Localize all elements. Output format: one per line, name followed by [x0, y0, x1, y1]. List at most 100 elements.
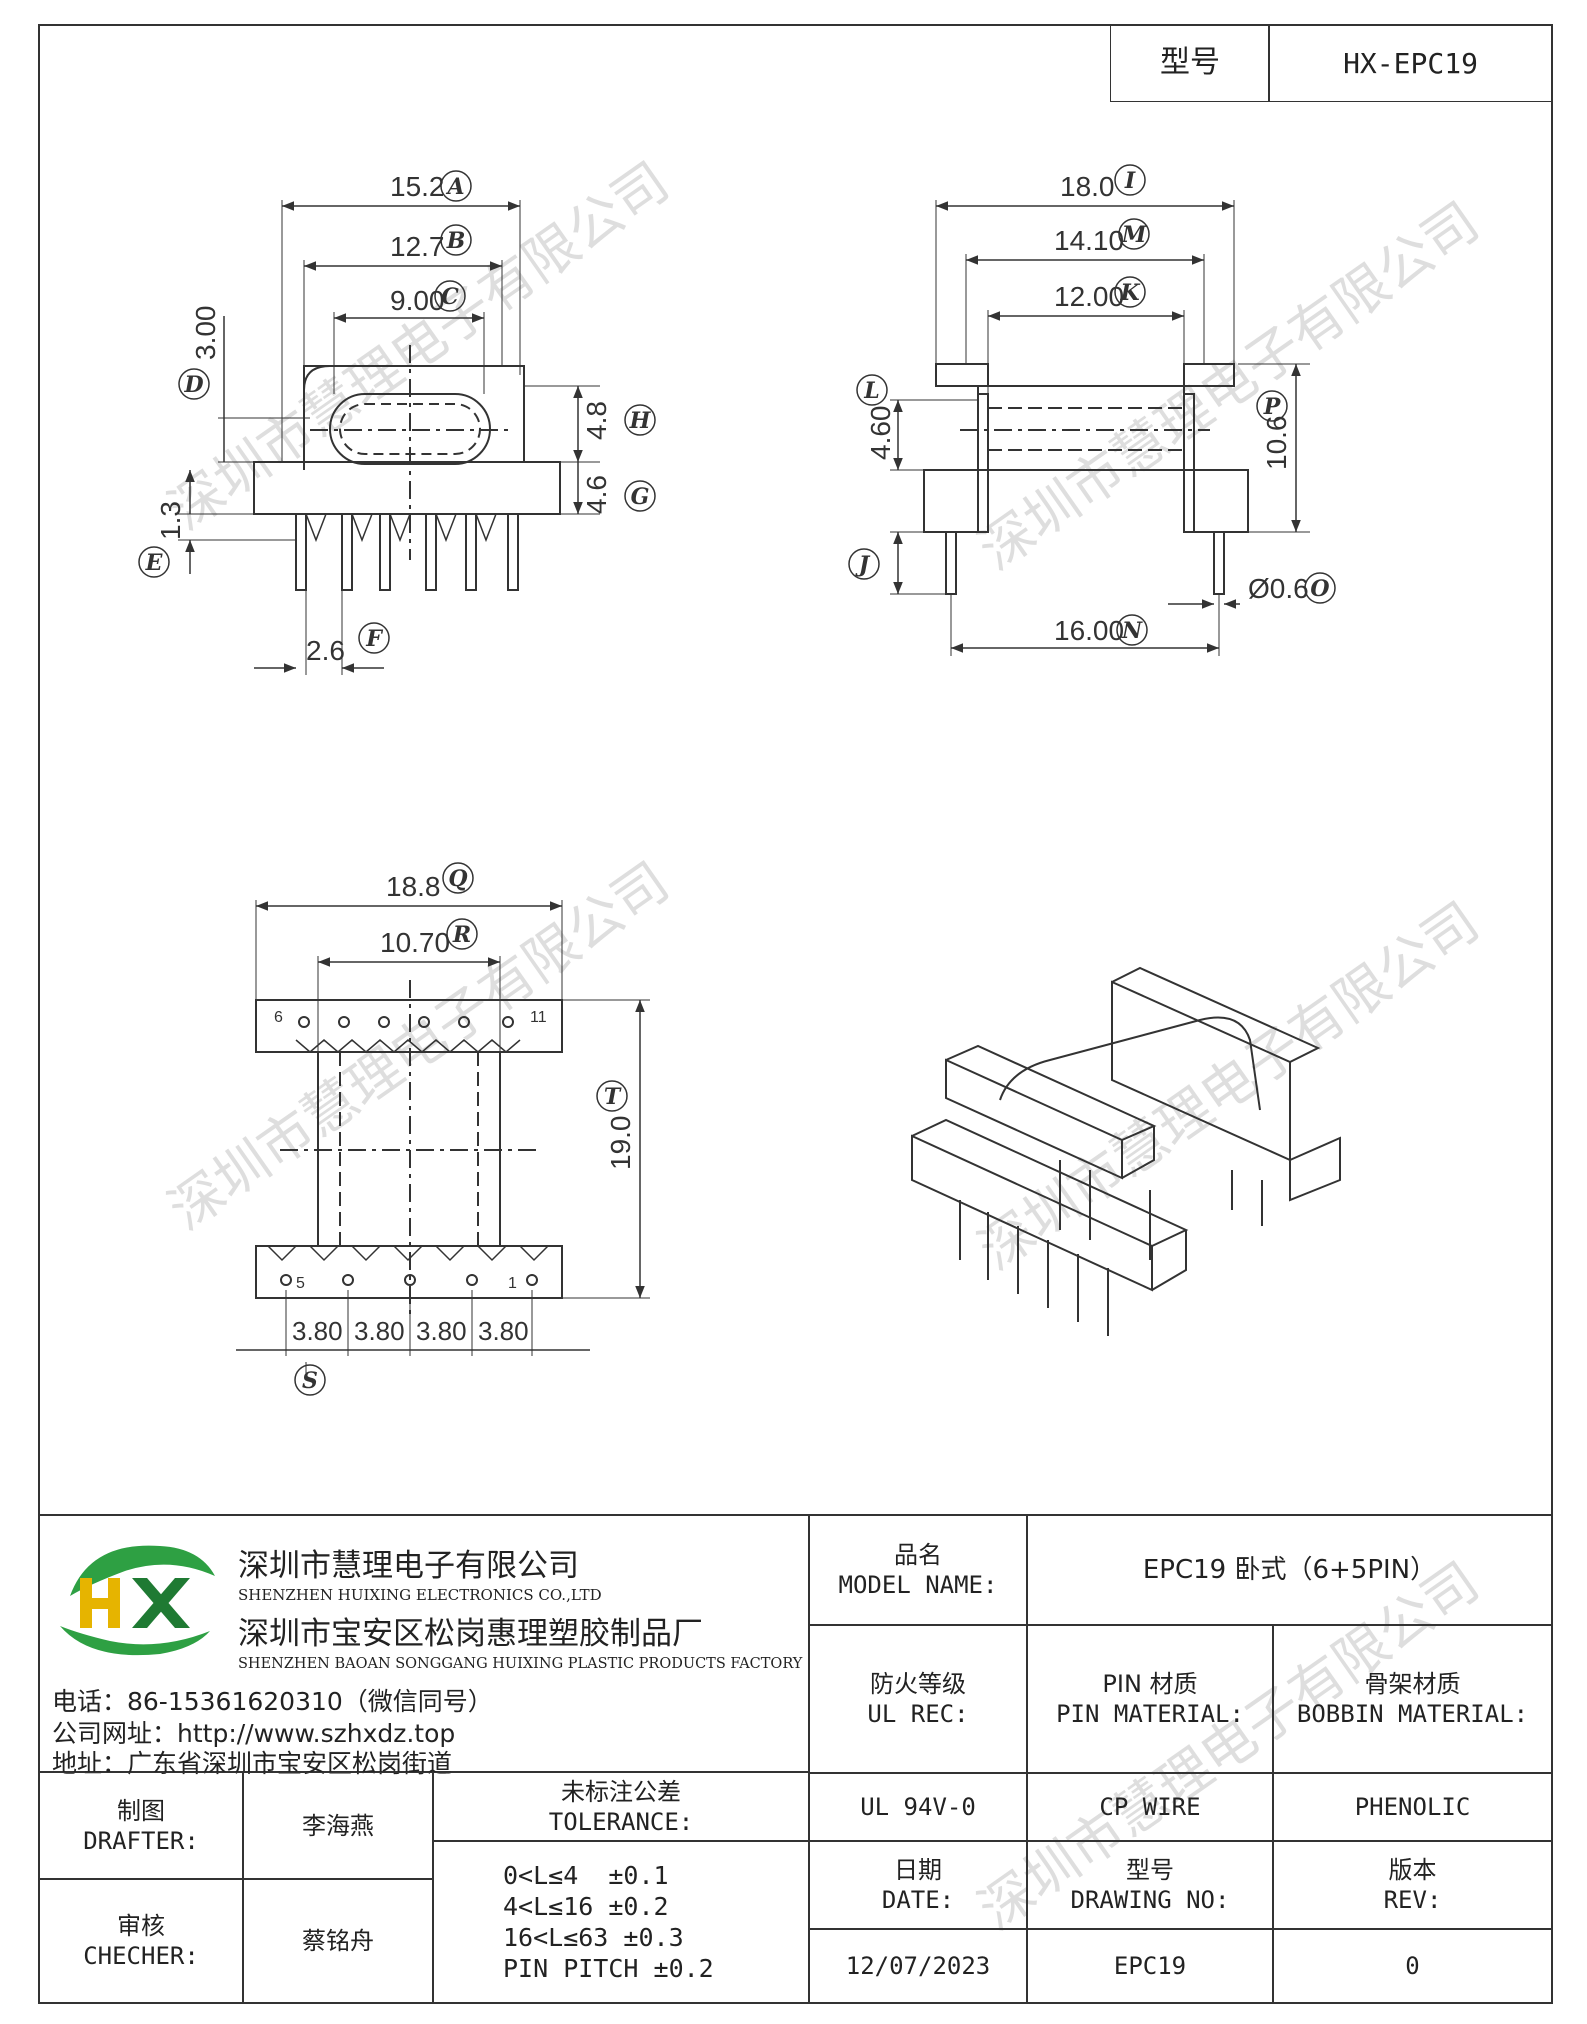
checker-value: 蔡铭舟	[242, 1878, 434, 2004]
dim-letter-A: A	[445, 174, 464, 200]
checker-cn: 审核	[117, 1912, 165, 1940]
dim-G-value: 4.6	[581, 475, 612, 514]
date-en: DATE:	[881, 1886, 955, 1914]
ul-rec-en: UL REC:	[867, 1700, 969, 1728]
date-cn: 日期	[894, 1856, 942, 1884]
dim-letter-J: J	[855, 552, 871, 578]
bobbin-material-en: BOBBIN MATERIAL:	[1296, 1700, 1529, 1728]
model-name-label: 品名 MODEL NAME:	[808, 1514, 1028, 1626]
pin-number: 6	[274, 1009, 283, 1026]
pin-material-en: PIN MATERIAL:	[1056, 1700, 1244, 1728]
pin-material-label: PIN 材质 PIN MATERIAL:	[1026, 1624, 1274, 1774]
checker-en: CHECHER:	[83, 1942, 199, 1970]
checker-label: 审核 CHECHER:	[38, 1878, 244, 2004]
ul-rec-cn: 防火等级	[870, 1670, 966, 1698]
top-view	[236, 900, 650, 1380]
isometric-view	[911, 966, 1341, 1336]
tolerance-line: 4<L≤16 ±0.2	[503, 1891, 669, 1921]
rev-cn: 版本	[1388, 1856, 1437, 1884]
dim-M-value: 14.10	[1054, 225, 1124, 256]
drafter-value: 李海燕	[242, 1772, 434, 1880]
dim-S-value: 3.80	[478, 1316, 529, 1346]
dim-S-value: 3.80	[416, 1316, 467, 1346]
dim-K-value: 12.00	[1054, 281, 1124, 312]
dim-A-value: 15.2	[390, 171, 445, 202]
dim-H-value: 4.8	[581, 401, 612, 440]
technical-drawing: 15.2 12.7 9.00 3.00 1.3 2.6 4.6 4.8 18.0…	[138, 164, 1341, 1396]
dim-letter-S: S	[302, 1368, 318, 1394]
drafter-label: 制图 DRAFTER:	[38, 1772, 244, 1880]
bobbin-material-cn: 骨架材质	[1364, 1670, 1461, 1698]
drawing-no-cn: 型号	[1126, 1856, 1174, 1884]
dim-letter-H: H	[629, 408, 652, 434]
front-view	[178, 200, 600, 675]
dim-L-value: 4.60	[865, 406, 896, 461]
company-phone: 电话：86-15361620310（微信同号）	[52, 1687, 493, 1716]
dim-letter-O: O	[1310, 576, 1329, 602]
dim-letter-G: G	[631, 484, 650, 510]
dim-B-value: 12.7	[390, 231, 445, 262]
dim-E-value: 1.3	[155, 501, 186, 540]
dim-R-value: 10.70	[380, 927, 450, 958]
dim-letter-E: E	[145, 550, 164, 576]
tolerance-label: 未标注公差 TOLERANCE:	[432, 1772, 810, 1842]
model-name-cn: 品名	[894, 1541, 942, 1569]
dim-letter-B: B	[446, 228, 466, 254]
rev-value: 0	[1272, 1928, 1553, 2004]
pin-material-cn: PIN 材质	[1102, 1670, 1198, 1698]
dim-D-value: 3.00	[190, 306, 221, 361]
dim-letter-C: C	[441, 284, 459, 310]
dim-letter-L: L	[863, 378, 879, 404]
dim-letter-T: T	[604, 1084, 622, 1110]
company-name-en-2: SHENZHEN BAOAN SONGGANG HUIXING PLASTIC …	[238, 1656, 803, 1672]
dim-N-value: 16.00	[1054, 615, 1124, 646]
drafter-en: DRAFTER:	[83, 1827, 199, 1855]
dim-Q-value: 18.8	[386, 871, 441, 902]
dim-O-value: Ø0.6	[1248, 573, 1309, 604]
dim-S-value: 3.80	[354, 1316, 405, 1346]
pin-material-value: CP WIRE	[1026, 1772, 1274, 1842]
drafter-cn: 制图	[117, 1797, 165, 1825]
dim-letter-D: D	[183, 372, 203, 398]
dim-I-value: 18.0	[1060, 171, 1115, 202]
tolerance-en: TOLERANCE:	[548, 1808, 694, 1836]
drawing-no-label: 型号 DRAWING NO:	[1026, 1840, 1274, 1930]
tolerance-line: 16<L≤63 ±0.3	[503, 1923, 684, 1952]
dim-F-value: 2.6	[306, 635, 345, 666]
dim-letter-N: N	[1121, 618, 1143, 644]
company-name-en-1: SHENZHEN HUIXING ELECTRONICS CO.,LTD	[238, 1586, 602, 1604]
ul-rec-label: 防火等级 UL REC:	[808, 1624, 1028, 1774]
model-name-en: MODEL NAME:	[838, 1571, 998, 1599]
company-block: 深圳市慧理电子有限公司 SHENZHEN HUIXING ELECTRONICS…	[38, 1514, 810, 1778]
company-name-cn-1: 深圳市慧理电子有限公司	[238, 1548, 579, 1584]
company-name-cn-2: 深圳市宝安区松岗惠理塑胶制品厂	[238, 1616, 703, 1652]
drawing-no-en: DRAWING NO:	[1070, 1886, 1230, 1914]
company-logo-icon	[60, 1545, 215, 1656]
company-website: 公司网址：http://www.szhxdz.top	[52, 1719, 456, 1748]
bobbin-material-label: 骨架材质 BOBBIN MATERIAL:	[1272, 1624, 1553, 1774]
dim-letter-K: K	[1119, 280, 1140, 306]
company-address: 地址：广东省深圳市宝安区松岗街道	[52, 1749, 453, 1778]
dim-letter-Q: Q	[448, 866, 467, 892]
date-label: 日期 DATE:	[808, 1840, 1028, 1930]
rev-label: 版本 REV:	[1272, 1840, 1553, 1930]
dim-letter-F: F	[365, 626, 383, 652]
pin-number: 1	[508, 1275, 517, 1292]
ul-rec-value: UL 94V-0	[808, 1772, 1028, 1842]
header-model-label: 型号	[1110, 24, 1270, 102]
dim-letter-M: M	[1121, 222, 1147, 248]
rev-en: REV:	[1383, 1886, 1442, 1914]
tolerance-line: PIN PITCH ±0.2	[503, 1954, 714, 1984]
dim-letter-I: I	[1124, 168, 1136, 194]
side-view	[890, 200, 1310, 656]
pin-number: 5	[296, 1275, 305, 1292]
tolerance-line: 0<L≤4 ±0.1	[503, 1860, 669, 1890]
dim-letter-P: P	[1263, 394, 1282, 420]
dim-S-value: 3.80	[292, 1316, 343, 1346]
tolerance-values: 0<L≤4 ±0.1 4<L≤16 ±0.2 16<L≤63 ±0.3 PIN …	[432, 1840, 810, 2004]
date-value: 12/07/2023	[808, 1928, 1028, 2004]
header-model-value: HX-EPC19	[1268, 24, 1553, 102]
model-name-value: EPC19 卧式（6+5PIN）	[1026, 1514, 1553, 1626]
bobbin-material-value: PHENOLIC	[1272, 1772, 1553, 1842]
dim-P-value: 10.6	[1261, 416, 1292, 471]
